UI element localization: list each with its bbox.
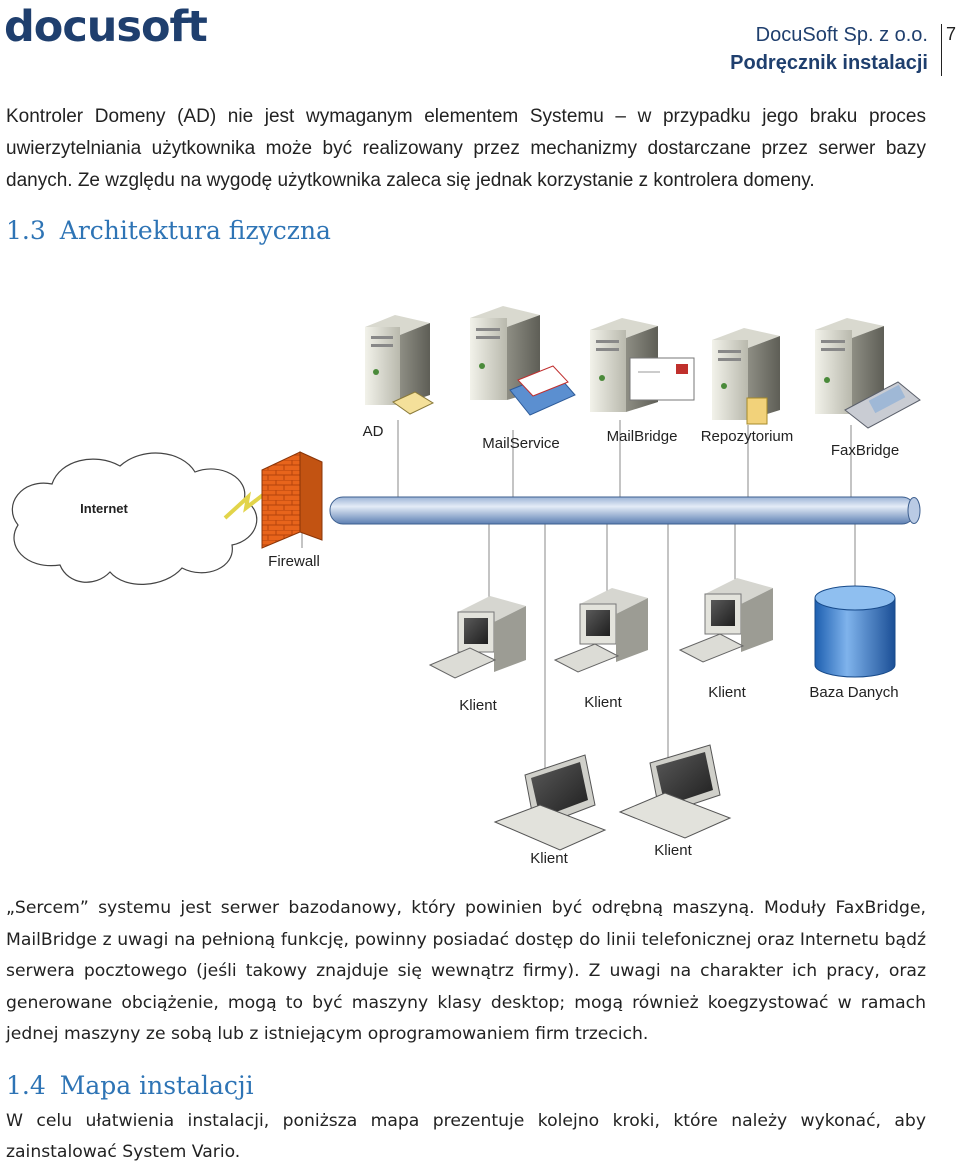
header-divider [941,24,942,76]
last-paragraph: W celu ułatwienia instalacji, poniższa m… [6,1111,926,1162]
label-klient-4: Klient [530,850,568,867]
ad-key-icon [391,391,435,415]
envelope-icon [629,357,695,401]
faxbridge-server [815,318,884,414]
label-firewall: Firewall [268,553,320,570]
header-doc-title: Podręcznik instalacji [730,52,928,74]
section-title: Mapa instalacji [59,1071,254,1100]
architecture-diagram: AD MailService MailBridge Repozytorium F… [11,306,921,867]
laptop-client-2 [618,744,732,839]
label-klient-5: Klient [654,842,692,859]
label-mailservice: MailService [482,435,560,452]
label-baza-danych: Baza Danych [809,684,898,701]
fax-phone-icon [844,381,921,429]
header-company: DocuSoft Sp. z o.o. [755,24,928,46]
network-backbone [329,496,921,525]
intro-paragraph: Kontroler Domeny (AD) nie jest wymaganym… [6,106,926,191]
desktop-client-3 [678,578,773,663]
section-number: 1.4 [6,1071,46,1100]
label-klient-1: Klient [459,697,497,714]
section-heading-1-3: 1.3 Architektura fizyczna [6,216,331,245]
desktop-client-1 [428,596,526,679]
section-heading-1-4: 1.4 Mapa instalacji [6,1071,254,1100]
page-number: 7 [946,24,957,44]
label-klient-2: Klient [584,694,622,711]
label-faxbridge: FaxBridge [831,442,899,459]
body-paragraph: „Sercem” systemu jest serwer bazodanowy,… [6,898,926,1044]
desktop-client-2 [553,588,648,673]
database-icon [814,585,896,678]
mailservice-server [470,306,540,400]
label-mailbridge: MailBridge [607,428,678,445]
label-ad: AD [363,423,384,440]
label-repozytorium: Repozytorium [701,428,794,445]
section-title: Architektura fizyczna [59,216,331,245]
lightning-icon [223,486,274,520]
label-klient-3: Klient [708,684,746,701]
repozytorium-server [712,328,780,425]
mail-tray-icon [509,365,576,416]
internet-cloud [11,452,258,585]
section-number: 1.3 [6,216,46,245]
ad-server [365,315,430,405]
firewall-icon [261,451,323,549]
label-internet: Internet [80,501,128,516]
docusoft-logo: docusoft [4,2,208,52]
laptop-client-1 [493,754,607,851]
